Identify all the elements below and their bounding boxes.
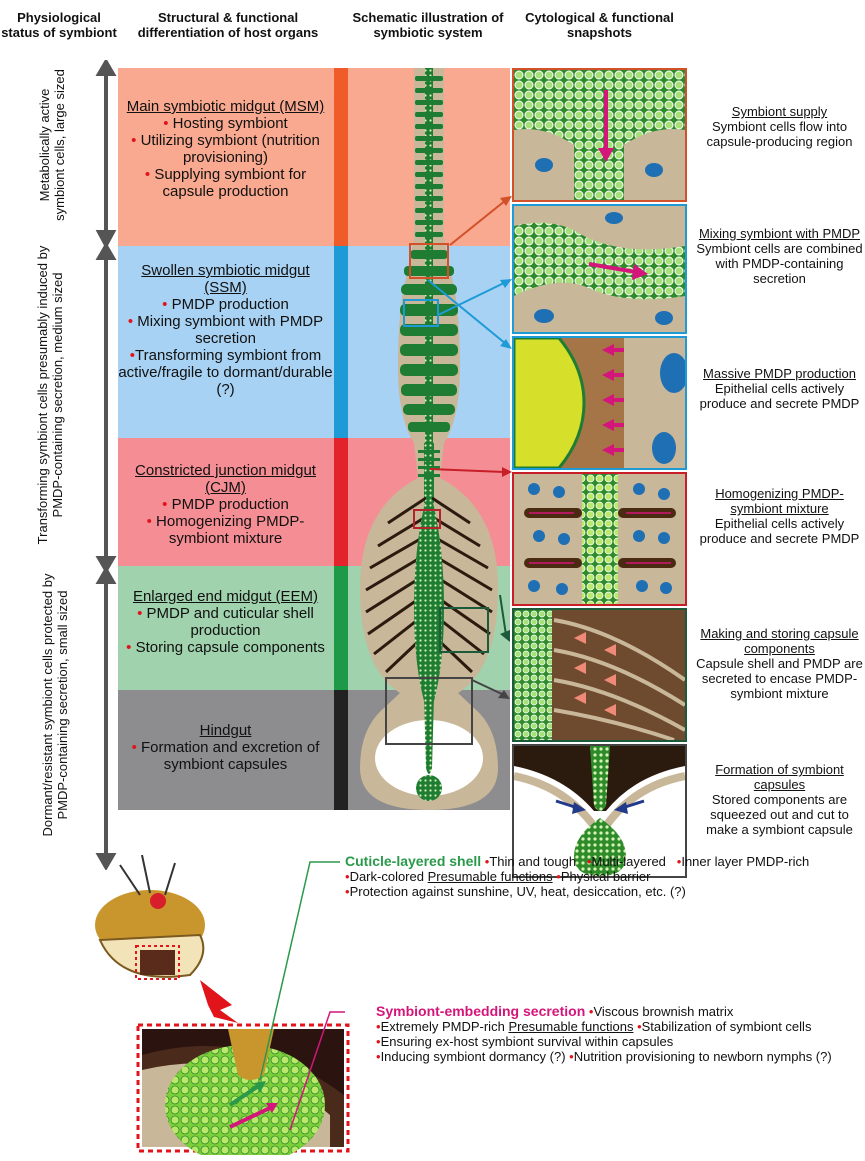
snapshot-pmdp-production [512, 336, 687, 470]
organ-ssm: Swollen symbiotic midgut (SSM) • PMDP pr… [118, 262, 333, 398]
organ-msm: Main symbiotic midgut (MSM) • Hosting sy… [118, 98, 333, 200]
status-dormant: Dormant/resistant symbiont cells protect… [40, 570, 70, 840]
connector-arrows [420, 60, 515, 820]
bug-eye [150, 893, 166, 909]
strip-cjm [334, 438, 348, 566]
organ-eem: Enlarged end midgut (EEM) • PMDP and cut… [118, 588, 333, 656]
status-transforming: Transforming symbiont cells presumably i… [35, 245, 65, 545]
snapshot-mixing [512, 204, 687, 334]
strip-msm [334, 68, 348, 246]
snapshot-homogenizing [512, 472, 687, 606]
snapshot-capsule-components [512, 608, 687, 742]
secretion-description: Symbiont-embedding secretion • Viscous b… [376, 1004, 856, 1064]
shell-description: Cuticle-layered shell • Thin and tough •… [345, 854, 855, 899]
organ-cjm: Constricted junction midgut (CJM) • PMDP… [118, 462, 333, 547]
header-schematic: Schematic illustration of symbiotic syst… [348, 10, 508, 40]
header-status: Physiological status of symbiont [0, 10, 118, 40]
strip-eem [334, 566, 348, 690]
capsule-on-bug [140, 950, 175, 975]
strip-hindgut [334, 690, 348, 810]
leader-lines [250, 860, 350, 1140]
header-snapshots: Cytological & functional snapshots [512, 10, 687, 40]
snapshot-symbiont-supply [512, 68, 687, 202]
header-organs: Structural & functional differentiation … [128, 10, 328, 40]
strip-ssm [334, 246, 348, 438]
status-active: Metabolically active symbiont cells, lar… [37, 61, 67, 229]
organ-hindgut: Hindgut • Formation and excretion of sym… [118, 722, 333, 773]
